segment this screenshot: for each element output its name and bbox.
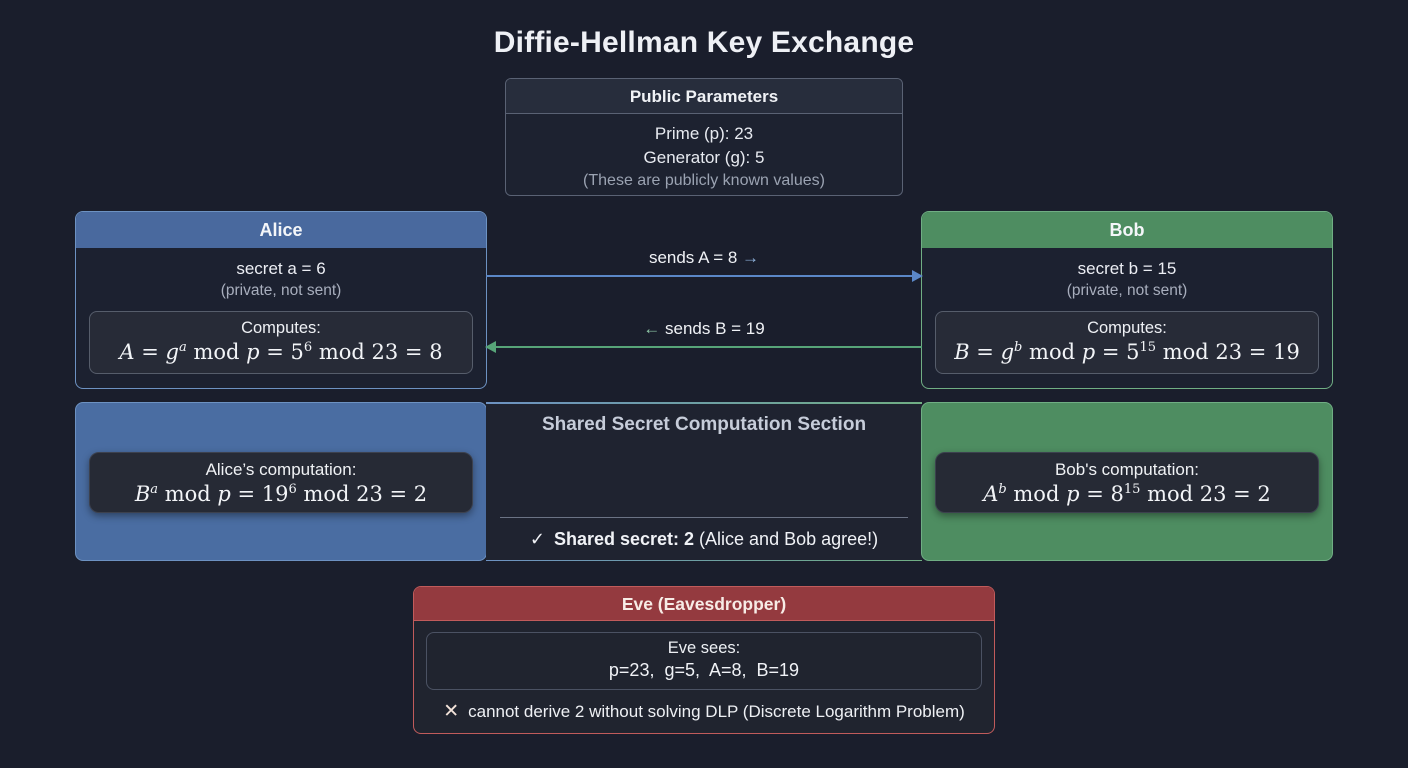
alice-box: Alice secret a = 6 (private, not sent) C… [75,211,487,389]
eve-dlp-note-text: cannot derive 2 without solving DLP (Dis… [468,702,965,721]
generator-value: Generator (g): 5 [643,147,765,167]
bob-computation-label: Bob's computation: [1054,460,1200,479]
eve-header: Eve (Eavesdropper) [414,587,994,621]
shared-secret-section: Shared Secret Computation Section ✓ Share… [486,402,922,561]
shared-secret-result: ✓ Shared secret: 2 (Alice and Bob agree!) [486,529,922,550]
bob-secret: secret b = 15 [1077,259,1177,278]
alice-shared-secret-panel: Alice’s computation: Ba mod p = 196 mod … [75,402,487,561]
alice-computes-box: Computes: A = ga mod p = 56 mod 23 = 8 [89,311,473,374]
shared-secret-section-title: Shared Secret Computation Section [541,414,867,435]
message-a-to-b-text: sends A = 8 [648,248,743,267]
arrow-line-a-to-b [486,275,914,277]
public-parameters-note: (These are publicly known values) [583,172,825,189]
public-parameters-box: Public Parameters Prime (p): 23 Generato… [505,78,903,196]
eve-box: Eve (Eavesdropper) Eve sees: p=23, g=5, … [413,586,995,734]
public-parameters-header: Public Parameters [506,79,902,114]
message-b-to-a-label: ← sends B = 19 [486,319,922,339]
check-icon: ✓ [529,529,545,549]
alice-computation-label: Alice’s computation: [205,460,357,479]
section-top-border [486,402,922,404]
eve-dlp-note: ✕ cannot derive 2 without solving DLP (Di… [414,700,994,723]
prime-value: Prime (p): 23 [654,124,754,143]
eve-sees-label: Eve sees: [667,639,741,657]
alice-private-note: (private, not sent) [220,282,342,299]
message-b-to-a-text: sends B = 19 [660,319,765,338]
alice-public-key-formula: A = ga mod p = 56 mod 23 = 8 [119,340,443,364]
bob-private-note: (private, not sent) [1066,282,1188,299]
section-bottom-border [486,559,922,561]
bob-computation-box: Bob's computation: Ab mod p = 815 mod 23… [935,452,1319,513]
bob-computes-label: Computes: [1087,319,1167,337]
cross-icon: ✕ [443,701,460,722]
arrowhead-right-icon [912,270,923,282]
bob-shared-secret-panel: Bob's computation: Ab mod p = 815 mod 23… [921,402,1333,561]
eve-sees-values: p=23, g=5, A=8, B=19 [608,660,800,680]
alice-computation-box: Alice’s computation: Ba mod p = 196 mod … [89,452,473,513]
message-a-to-b-label: sends A = 8 → [486,248,922,268]
bob-public-key-formula: B = gb mod p = 515 mod 23 = 19 [954,340,1300,364]
page-title: Diffie-Hellman Key Exchange [493,26,915,59]
public-parameters-body: Prime (p): 23 Generator (g): 5 (These ar… [506,114,902,193]
alice-secret: secret a = 6 [236,259,326,278]
bob-shared-secret-formula: Ab mod p = 815 mod 23 = 2 [983,482,1271,506]
arrow-line-b-to-a [494,346,922,348]
agreement-note: (Alice and Bob agree!) [694,529,879,549]
alice-shared-secret-formula: Ba mod p = 196 mod 23 = 2 [134,482,428,506]
eve-sees-box: Eve sees: p=23, g=5, A=8, B=19 [426,632,982,690]
shared-secret-value: Shared secret: 2 [553,529,695,549]
alice-computes-label: Computes: [241,319,321,337]
alice-header: Alice [76,212,486,248]
result-divider [500,517,908,518]
bob-box: Bob secret b = 15 (private, not sent) Co… [921,211,1333,389]
bob-computes-box: Computes: B = gb mod p = 515 mod 23 = 19 [935,311,1319,374]
right-arrow-glyph-icon: → [742,248,760,267]
bob-header: Bob [922,212,1332,248]
left-arrow-glyph-icon: ← [643,319,661,338]
arrowhead-left-icon [485,341,496,353]
